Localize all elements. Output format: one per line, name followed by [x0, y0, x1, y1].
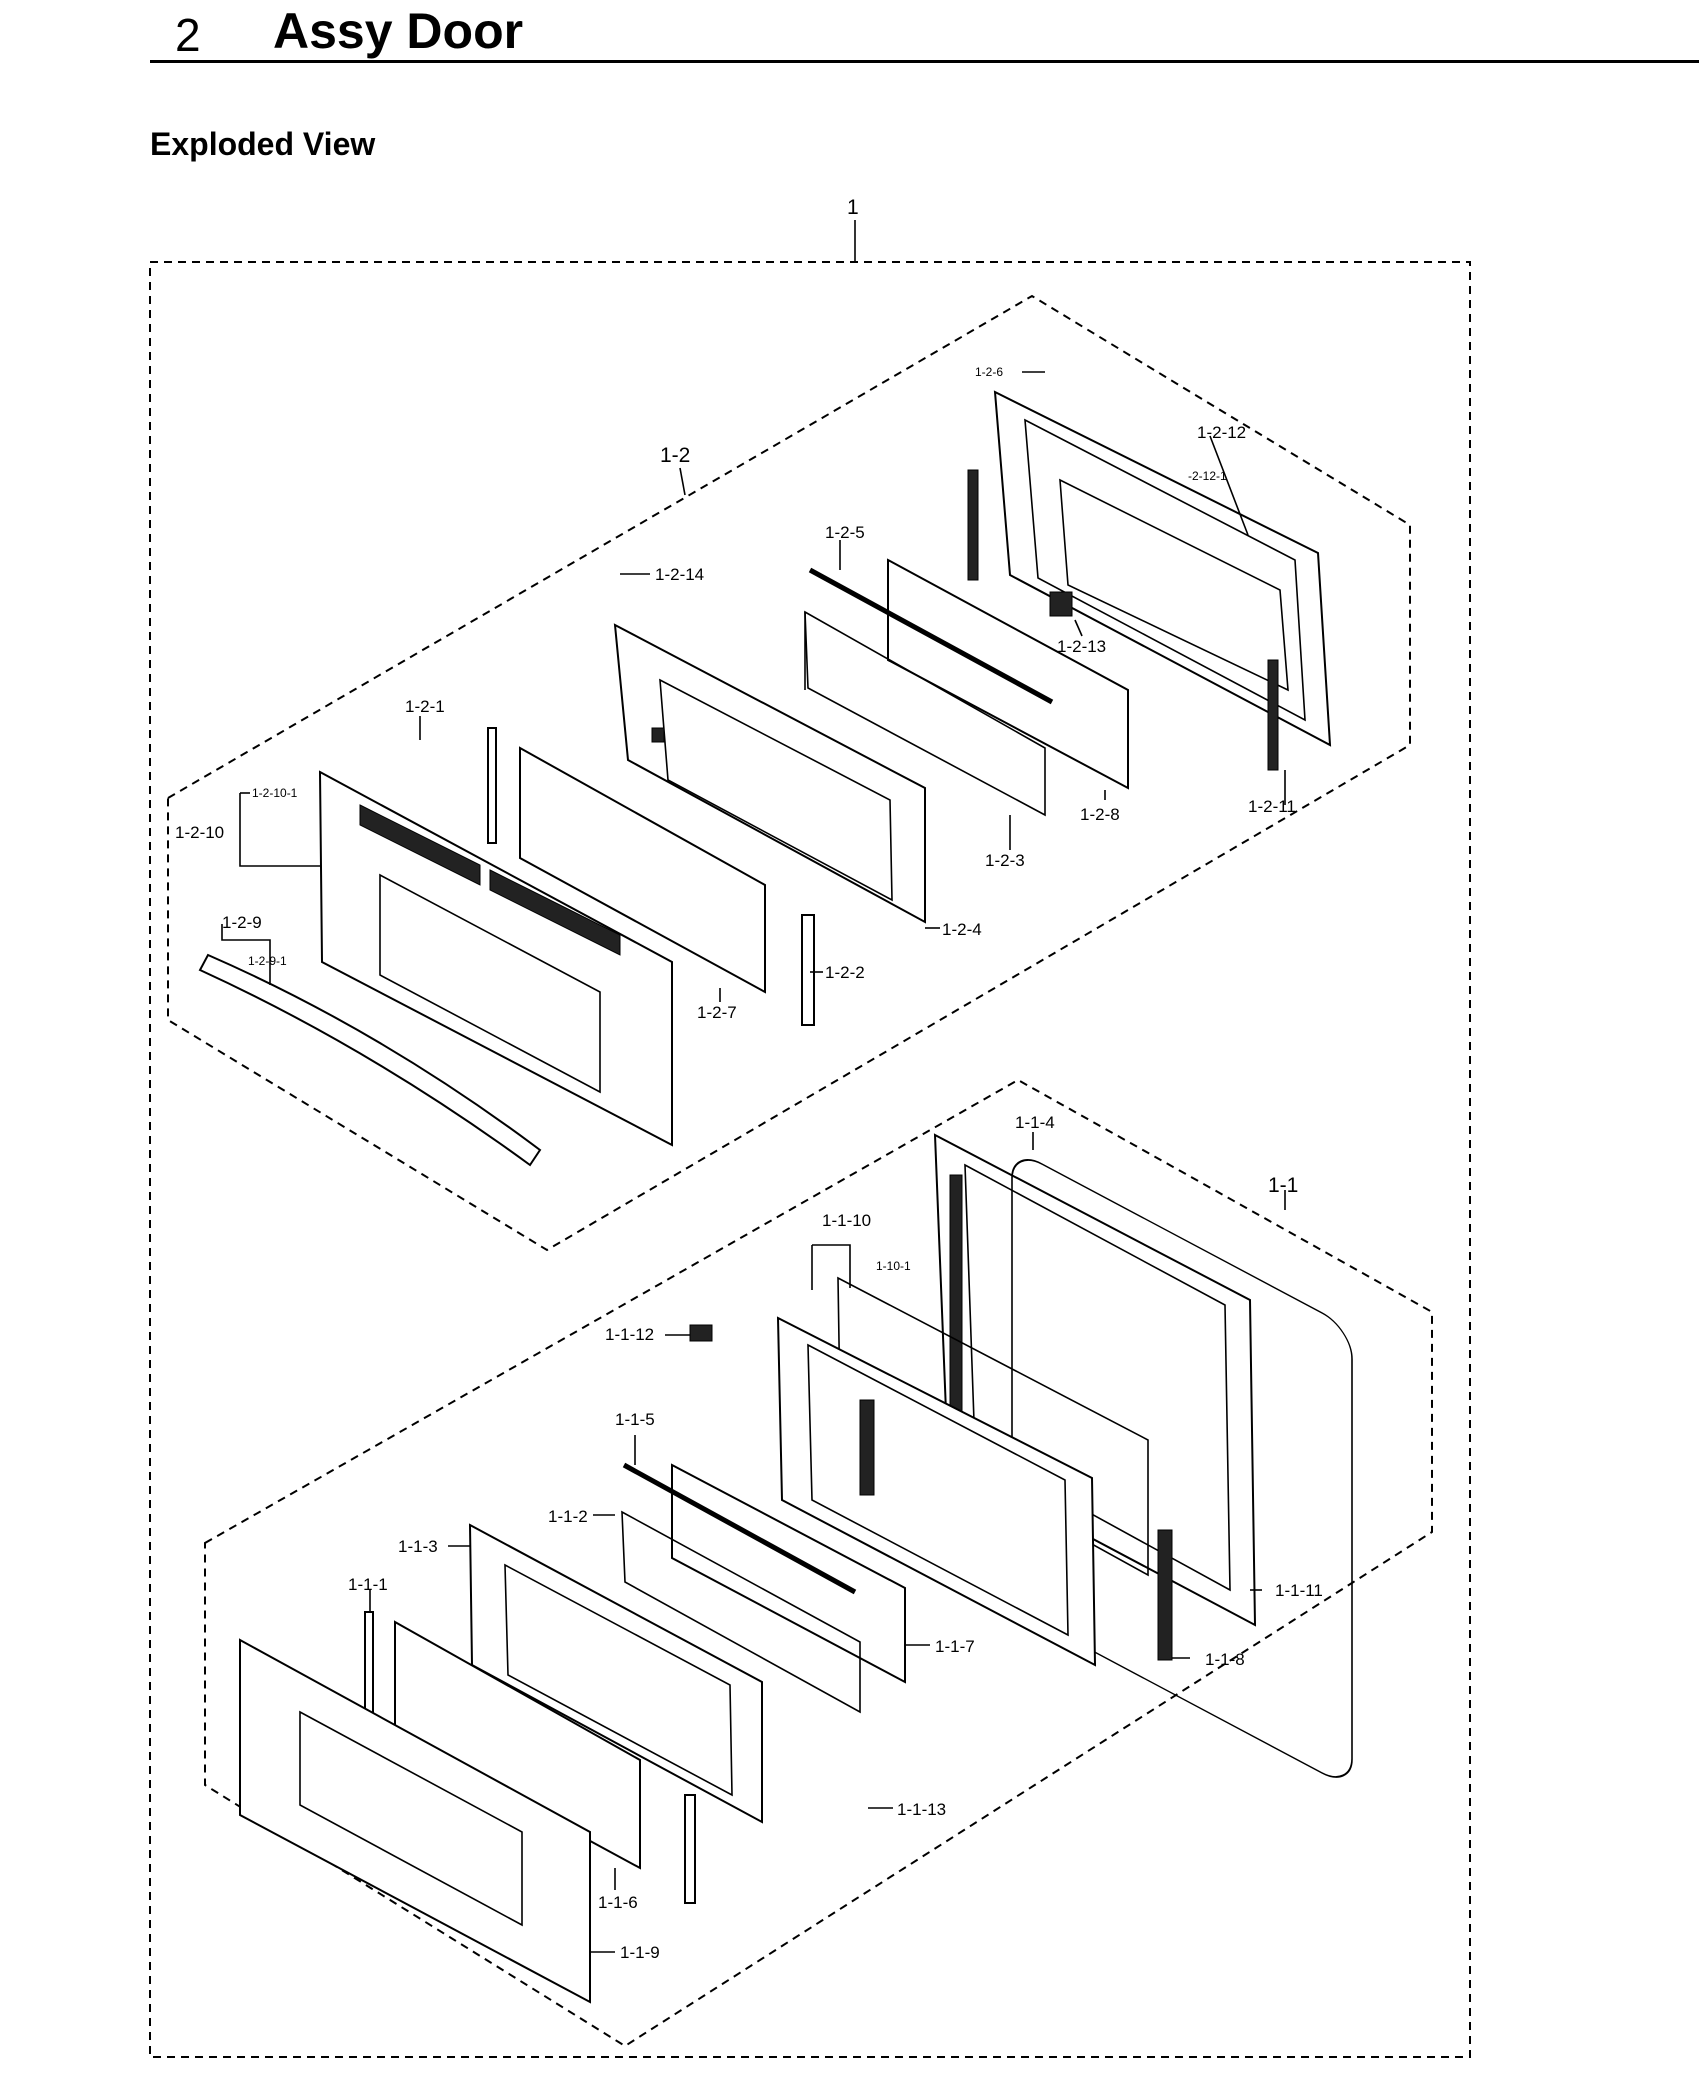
label-1-2-12-1: -2-12-1 [1188, 469, 1227, 483]
part-bracket-right [684, 1794, 696, 1904]
label-1-1-1: 1-1-1 [348, 1575, 388, 1594]
header-rule [150, 60, 1699, 63]
label-1-1: 1-1 [1268, 1174, 1298, 1197]
label-1-1-8: 1-1-8 [1205, 1650, 1245, 1669]
label-1-2: 1-2 [660, 444, 690, 467]
assembly-frame [149, 261, 1471, 2058]
label-1-1-10: 1-1-10 [822, 1211, 871, 1230]
label-1-2-10: 1-2-10 [175, 823, 224, 842]
subassembly-1-2-outline [167, 294, 1411, 1252]
part-inner-panel-1-2-4 [613, 623, 926, 924]
part-frame-1-1-2 [621, 1510, 861, 1714]
leader-lines [221, 371, 1286, 1953]
subtitle: Exploded View [150, 126, 376, 162]
label-1-2-9: 1-2-9 [222, 913, 262, 932]
part-glass-1-1-6 [394, 1620, 641, 1870]
label-1-2-7: 1-2-7 [697, 1003, 737, 1022]
part-handle-1-2-9 [198, 953, 542, 1167]
label-1-2-8: 1-2-8 [1080, 805, 1120, 824]
label-1-2-1: 1-2-1 [405, 697, 445, 716]
label-1-2-9-1: 1-2-9-1 [248, 954, 287, 968]
part-glass-1-2-7 [519, 746, 766, 994]
part-gasket-1-1-4 [1011, 1159, 1353, 1778]
label-1-1-4: 1-1-4 [1015, 1113, 1055, 1132]
label-1-1-13: 1-1-13 [897, 1800, 946, 1819]
label-1-2-11: 1-2-11 [1248, 797, 1296, 816]
label-1-2-5: 1-2-5 [825, 523, 865, 542]
part-glass-1-1-7 [671, 1463, 906, 1684]
section-title: Assy Door [273, 3, 524, 59]
label-1-1-2: 1-1-2 [548, 1507, 588, 1526]
part-glass-1-2-8 [887, 558, 1129, 790]
label-1-2-3: 1-2-3 [985, 851, 1025, 870]
label-1-1-7: 1-1-7 [935, 1637, 975, 1656]
label-1-1-6: 1-1-6 [598, 1893, 638, 1912]
part-spacer-1-2-5 [808, 567, 1054, 705]
part-spacer-1-1-5 [622, 1462, 857, 1595]
subassembly-1-1-outline [204, 1078, 1433, 2048]
label-1-1-12: 1-1-12 [605, 1325, 654, 1344]
part-bracket-left [487, 727, 497, 844]
label-main: 1 [847, 196, 859, 219]
label-1-1-10-1: 1-10-1 [876, 1259, 911, 1273]
label-1-2-10-1: 1-2-10-1 [252, 786, 298, 800]
page-header: 2 Assy Door [0, 0, 1699, 80]
part-rear-frame-1-1-11 [933, 1133, 1257, 1627]
label-1-1-5: 1-1-5 [615, 1410, 655, 1429]
section-number: 2 [175, 9, 201, 61]
part-hinge-1-1-8 [1157, 1529, 1173, 1661]
part-inner-frame [776, 1316, 1097, 1667]
part-bracket-1-1-1 [364, 1611, 374, 1725]
label-1-2-14: 1-2-14 [655, 565, 704, 584]
label-1-1-9: 1-1-9 [620, 1943, 660, 1962]
part-clip-1-1-12 [689, 1324, 713, 1342]
part-outer-panel-1-2-10 [318, 770, 673, 1147]
part-rear-frame-1-2-12 [967, 390, 1332, 771]
part-bracket-1-2-2 [801, 914, 815, 1026]
part-outer-panel-1-1-9 [239, 1638, 591, 2004]
label-1-2-6: 1-2-6 [975, 365, 1003, 379]
label-1-1-3: 1-1-3 [398, 1537, 438, 1556]
label-1-2-13: 1-2-13 [1057, 637, 1106, 656]
label-1-2-12: 1-2-12 [1197, 423, 1246, 442]
label-1-1-11: 1-1-11 [1275, 1581, 1323, 1600]
label-1-2-4: 1-2-4 [942, 920, 982, 939]
label-1-2-2: 1-2-2 [825, 963, 865, 982]
part-frame-1-2-3 [804, 610, 1046, 817]
part-inner-panel-1-1-3 [468, 1523, 763, 1824]
